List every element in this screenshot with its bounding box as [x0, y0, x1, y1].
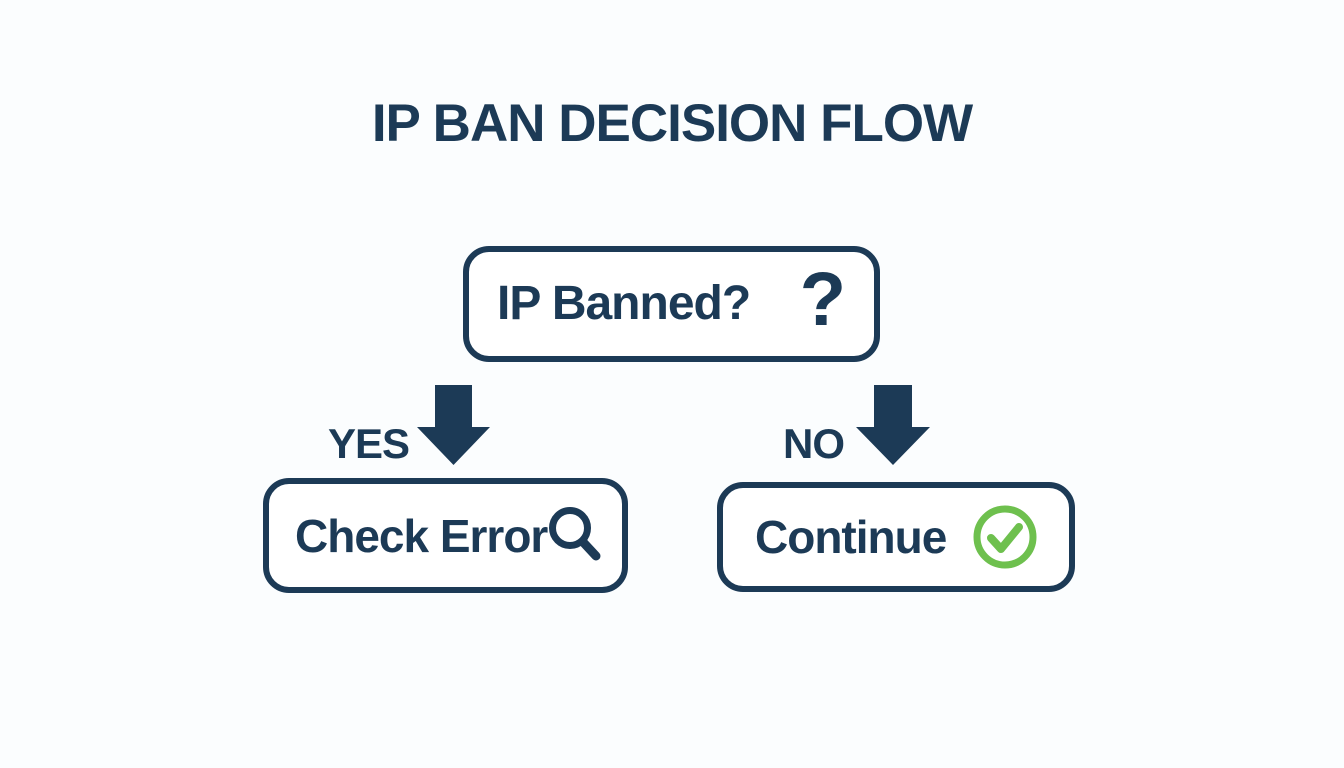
continue-node-label: Continue — [755, 511, 947, 563]
decision-node-label: IP Banned? — [497, 277, 751, 330]
check-circle-icon — [973, 505, 1037, 569]
down-arrow-icon — [417, 385, 490, 465]
page-title: IP BAN DECISION FLOW — [371, 94, 973, 153]
down-arrow-icon — [856, 385, 930, 465]
yes-branch-label: YES — [328, 420, 410, 467]
check-error-node-label: Check Error — [295, 509, 548, 562]
question-mark-icon: ? — [799, 257, 846, 342]
continue-node: Continue — [717, 482, 1075, 592]
check-error-node: Check Error — [263, 478, 628, 593]
decision-node-ip-banned: IP Banned? ? — [463, 246, 880, 362]
magnifier-icon — [549, 506, 601, 560]
no-branch-label: NO — [783, 420, 845, 467]
